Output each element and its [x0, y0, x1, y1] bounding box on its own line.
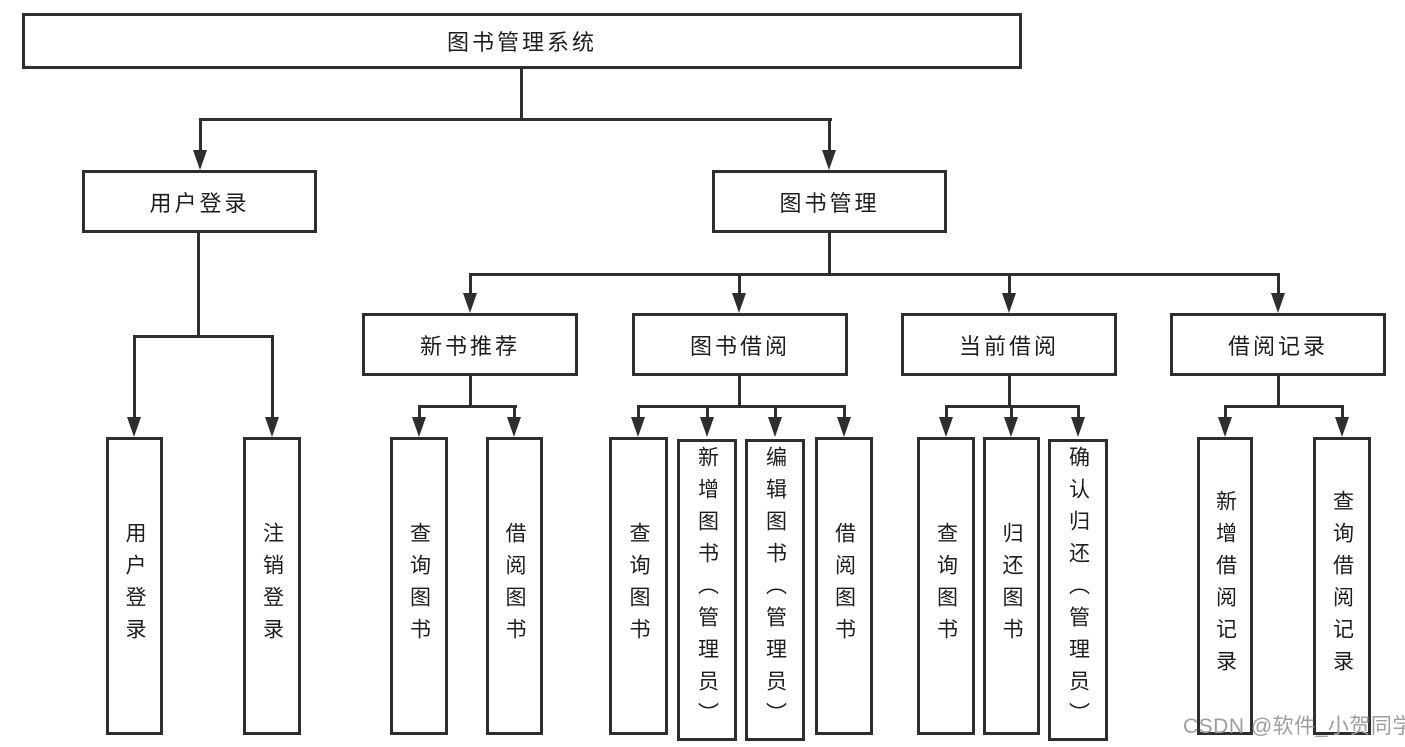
node-new-book-recommend-label: 新书推荐 — [419, 333, 520, 359]
connector-g4-down — [1008, 376, 1011, 407]
leaf-current-query-label: 查询图书 — [934, 522, 958, 650]
arrowhead-g3-leaf3 — [768, 417, 782, 437]
node-book-management-label: 图书管理 — [779, 190, 880, 216]
node-borrow-records-label: 借阅记录 — [1227, 333, 1328, 359]
leaf-records-query-label: 查询借阅记录 — [1330, 490, 1354, 682]
leaf-newbooks-borrow: 借阅图书 — [486, 437, 543, 735]
connector-level1-rail — [199, 118, 832, 121]
node-library-system: 图书管理系统 — [22, 13, 1022, 69]
connector-level3-rail — [469, 273, 1280, 276]
arrowhead-new-books — [463, 293, 477, 313]
connector-user-login-rail — [133, 335, 274, 338]
leaf-current-query: 查询图书 — [917, 437, 975, 735]
leaf-logout: 注销登录 — [243, 437, 301, 735]
leaf-records-add-label: 新增借阅记录 — [1213, 490, 1237, 682]
arrowhead-g5-leaf1 — [1218, 417, 1232, 437]
arrowhead-leaf-login — [127, 417, 141, 437]
arrowhead-current-borrow — [1002, 293, 1016, 313]
node-borrow-records: 借阅记录 — [1170, 313, 1386, 376]
leaf-current-return-label: 归还图书 — [1000, 522, 1023, 650]
node-current-borrowing-label: 当前借阅 — [958, 333, 1059, 359]
node-current-borrowing: 当前借阅 — [901, 313, 1117, 376]
connector-g5-down — [1277, 376, 1280, 407]
arrowhead-g2-leaf1 — [412, 417, 426, 437]
leaf-borrowing-edit-admin: 编辑图书（管理员） — [745, 439, 805, 741]
connector-new-books-stem — [469, 273, 472, 295]
connector-book-mgmt-down — [828, 233, 831, 274]
leaf-borrowing-query: 查询图书 — [609, 437, 668, 735]
connector-current-borrow-stem — [1008, 273, 1011, 295]
arrowhead-leaf-logout — [265, 417, 279, 437]
connector-g3-down — [738, 376, 741, 407]
connector-g5-leaf2-stem — [1341, 405, 1344, 419]
arrowhead-g2-leaf2 — [507, 417, 521, 437]
arrowhead-book-mgmt — [822, 150, 836, 170]
leaf-borrowing-borrow: 借阅图书 — [815, 437, 873, 735]
arrowhead-borrow-records — [1271, 293, 1285, 313]
connector-g5-rail — [1224, 405, 1343, 408]
connector-g3-leaf3-stem — [774, 405, 777, 419]
arrowhead-g3-leaf1 — [631, 417, 645, 437]
connector-book-mgmt-stem — [828, 118, 831, 151]
arrowhead-g4-leaf3 — [1071, 417, 1085, 437]
leaf-newbooks-borrow-label: 借阅图书 — [503, 522, 526, 650]
arrowhead-user-login — [193, 150, 207, 170]
leaf-current-confirm-admin: 确认归还（管理员） — [1048, 439, 1108, 741]
leaf-logout-label: 注销登录 — [260, 522, 284, 650]
connector-borrow-records-stem — [1277, 273, 1280, 295]
leaf-user-login-label: 用户登录 — [123, 522, 146, 650]
connector-g4-leaf2-stem — [1010, 405, 1013, 419]
connector-g5-leaf1-stem — [1224, 405, 1227, 419]
connector-g2-leaf1-stem — [418, 405, 421, 419]
connector-leaf-login-stem — [133, 335, 136, 419]
arrowhead-g5-leaf2 — [1335, 417, 1349, 437]
leaf-borrowing-query-label: 查询图书 — [627, 522, 650, 650]
leaf-borrowing-add-admin: 新增图书（管理员） — [677, 439, 737, 741]
arrowhead-g4-leaf2 — [1004, 417, 1018, 437]
node-user-login: 用户登录 — [82, 170, 317, 233]
leaf-newbooks-query: 查询图书 — [390, 437, 448, 735]
connector-g2-down — [469, 376, 472, 407]
watermark-text: CSDN @软件_小贺同学 — [1183, 715, 1405, 738]
leaf-borrowing-add-admin-label: 新增图书（管理员） — [695, 446, 719, 734]
node-user-login-label: 用户登录 — [149, 190, 250, 216]
connector-g4-leaf3-stem — [1077, 405, 1080, 419]
node-book-borrowing-label: 图书借阅 — [689, 333, 790, 359]
node-book-borrowing: 图书借阅 — [632, 313, 848, 376]
leaf-records-add: 新增借阅记录 — [1197, 437, 1253, 735]
connector-root-stem — [520, 69, 523, 119]
connector-g2-leaf2-stem — [513, 405, 516, 419]
connector-user-login-stem — [199, 118, 202, 151]
leaf-current-confirm-admin-label: 确认归还（管理员） — [1066, 446, 1090, 734]
connector-book-borrow-stem — [738, 273, 741, 295]
leaf-user-login: 用户登录 — [106, 437, 163, 735]
node-library-system-label: 图书管理系统 — [446, 30, 597, 55]
connector-g4-leaf1-stem — [945, 405, 948, 419]
connector-g3-rail — [637, 405, 845, 408]
leaf-records-query: 查询借阅记录 — [1313, 437, 1371, 735]
connector-user-login-down — [197, 233, 200, 337]
arrowhead-g3-leaf2 — [700, 417, 714, 437]
connector-g3-leaf4-stem — [843, 405, 846, 419]
arrowhead-book-borrow — [732, 293, 746, 313]
arrowhead-g4-leaf1 — [939, 417, 953, 437]
leaf-current-return: 归还图书 — [983, 437, 1040, 735]
connector-g2-rail — [418, 405, 517, 408]
connector-leaf-logout-stem — [271, 335, 274, 419]
connector-g3-leaf2-stem — [706, 405, 709, 419]
node-new-book-recommend: 新书推荐 — [362, 313, 578, 376]
leaf-borrowing-edit-admin-label: 编辑图书（管理员） — [763, 446, 787, 734]
leaf-borrowing-borrow-label: 借阅图书 — [832, 522, 856, 650]
leaf-newbooks-query-label: 查询图书 — [407, 522, 431, 650]
node-book-management: 图书管理 — [712, 170, 947, 233]
arrowhead-g3-leaf4 — [837, 417, 851, 437]
connector-g3-leaf1-stem — [637, 405, 640, 419]
